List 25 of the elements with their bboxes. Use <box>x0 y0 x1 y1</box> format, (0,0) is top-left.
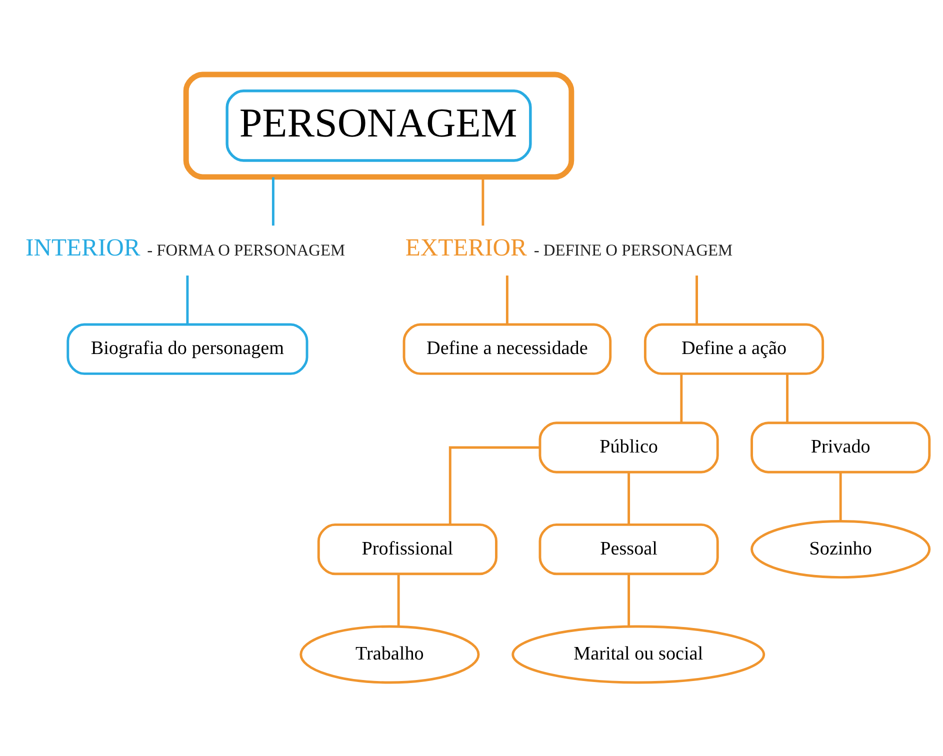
connector <box>786 373 788 422</box>
node-ellipse: Trabalho <box>299 624 480 684</box>
connector <box>680 373 682 422</box>
connector <box>448 446 539 524</box>
connector <box>505 275 508 324</box>
connector <box>186 275 188 324</box>
connector <box>627 574 630 626</box>
node-box: Define a necessidade <box>402 322 612 374</box>
connector <box>695 275 698 324</box>
connector <box>627 472 630 524</box>
node-box: Profissional <box>316 522 497 575</box>
node-box: Público <box>538 421 718 473</box>
connector <box>481 176 484 226</box>
node-box: Define a ação <box>643 322 824 374</box>
node-box: PERSONAGEM <box>182 71 574 180</box>
node-text: EXTERIOR - DEFINE O PERSONAGEM <box>404 234 732 261</box>
node-ellipse: Sozinho <box>750 520 930 578</box>
connector <box>838 472 842 520</box>
connector <box>271 176 274 226</box>
node-box: Pessoal <box>538 522 718 575</box>
node-ellipse: Marital ou social <box>511 624 765 684</box>
node-box: Privado <box>750 421 930 473</box>
node-text: INTERIOR - FORMA O PERSONAGEM <box>25 234 345 261</box>
node-box: Biografia do personagem <box>66 322 308 374</box>
connector <box>396 574 400 626</box>
